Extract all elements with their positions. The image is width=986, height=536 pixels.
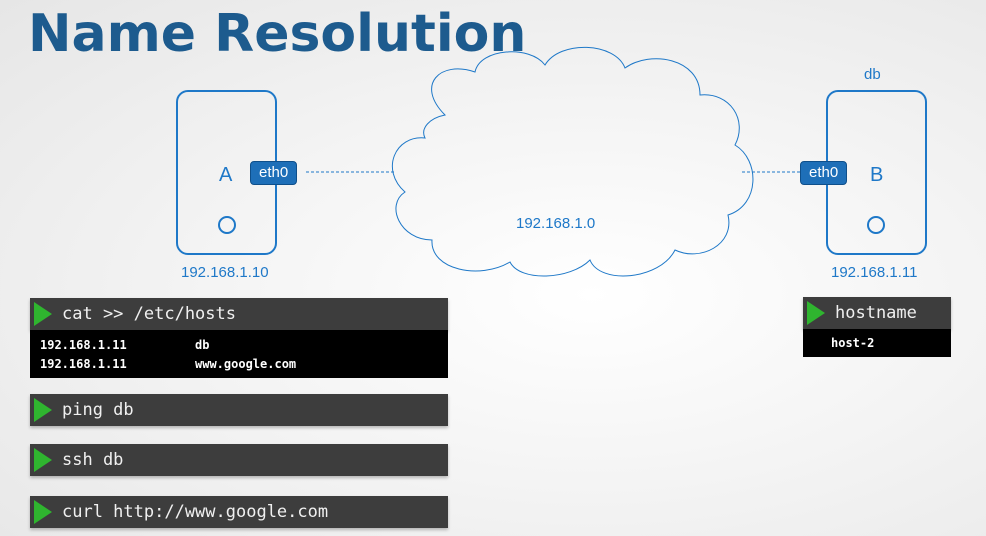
host-b-name: db xyxy=(864,66,881,83)
hosts-row-1-name: db xyxy=(195,338,210,352)
prompt-arrow-icon xyxy=(807,301,825,325)
host-b-letter: B xyxy=(870,164,884,186)
power-icon xyxy=(867,216,885,234)
terminal-hostname-command: hostname xyxy=(803,297,951,329)
hosts-row-2-name: www.google.com xyxy=(195,357,297,371)
prompt-arrow-icon xyxy=(34,448,52,472)
terminal-hosts-output: 192.168.1.11 db 192.168.1.11 www.google.… xyxy=(30,330,448,378)
prompt-arrow-icon xyxy=(34,398,52,422)
command-text: hostname xyxy=(835,303,917,323)
terminal-curl-command: curl http://www.google.com xyxy=(30,496,448,528)
network-label: 192.168.1.0 xyxy=(516,215,596,232)
command-text: ping db xyxy=(62,400,134,420)
host-b-ip: 192.168.1.11 xyxy=(831,264,918,281)
prompt-arrow-icon xyxy=(34,302,52,326)
host-a-ip: 192.168.1.10 xyxy=(181,264,269,281)
command-text: curl http://www.google.com xyxy=(62,502,329,522)
page-title: Name Resolution xyxy=(28,4,527,64)
hostname-value: host-2 xyxy=(831,336,875,350)
network-cloud xyxy=(391,46,754,277)
terminal-hosts-command: cat >> /etc/hosts xyxy=(30,298,448,330)
host-a-eth0-badge: eth0 xyxy=(250,161,298,185)
terminal-ping-command: ping db xyxy=(30,394,448,426)
terminal-hostname-output: host-2 xyxy=(803,329,951,357)
power-icon xyxy=(218,216,236,234)
terminal-ssh-command: ssh db xyxy=(30,444,448,476)
hosts-row-1-ip: 192.168.1.11 xyxy=(40,338,127,352)
prompt-arrow-icon xyxy=(34,500,52,524)
hosts-row-2-ip: 192.168.1.11 xyxy=(40,357,127,371)
command-text: cat >> /etc/hosts xyxy=(62,304,236,324)
host-b-eth0-badge: eth0 xyxy=(800,161,848,185)
command-text: ssh db xyxy=(62,450,124,470)
host-a-letter: A xyxy=(219,164,233,186)
